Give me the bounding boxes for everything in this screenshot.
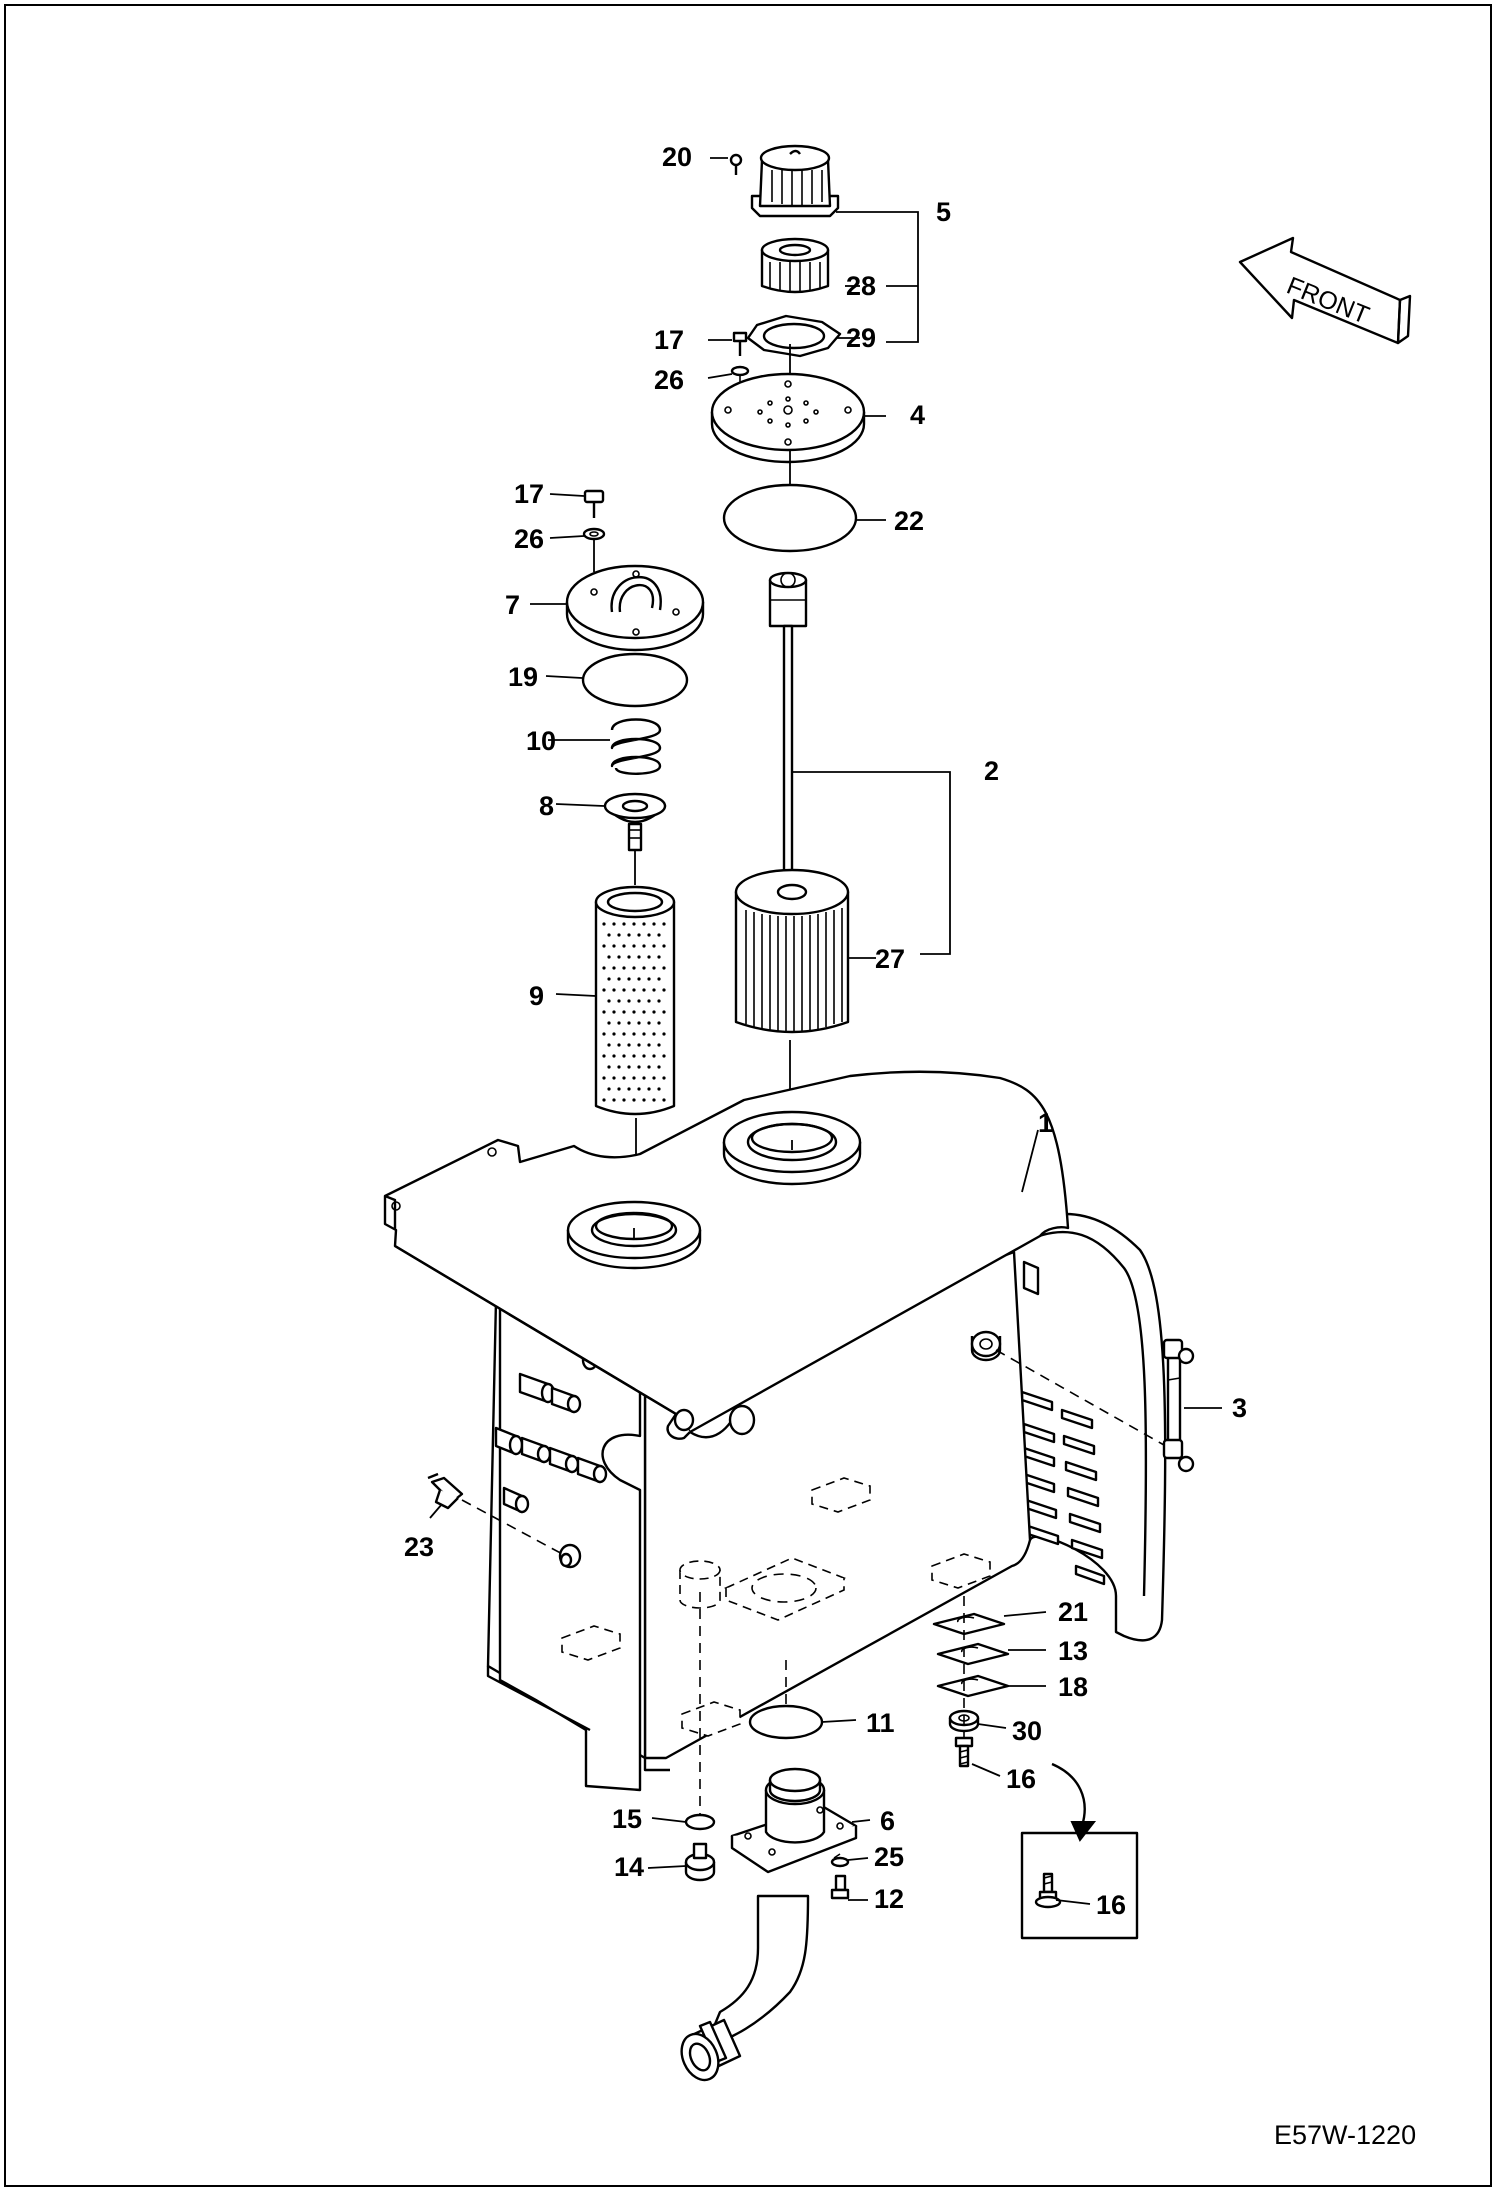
bolt-part-12 — [830, 1874, 850, 1900]
callout-3: 3 — [1232, 1393, 1247, 1423]
cover-part-7 — [565, 564, 705, 652]
shim-part-21 — [932, 1612, 1006, 1636]
detail-arrow — [1051, 1762, 1097, 1842]
detail-bolt-part-16 — [1034, 1872, 1062, 1909]
washer-part-25 — [830, 1853, 850, 1868]
callout-labels: 20 5 28 17 29 26 4 17 22 26 7 19 10 2 8 … — [404, 142, 1247, 1920]
callout-28: 28 — [846, 271, 876, 301]
o-ring-part-22 — [722, 483, 858, 553]
callout-10: 10 — [526, 726, 556, 756]
callout-29: 29 — [846, 323, 876, 353]
detail-box — [1020, 1831, 1139, 1940]
gasket-part-29 — [746, 314, 842, 358]
screw-part-20 — [729, 153, 743, 175]
callout-18: 18 — [1058, 1672, 1088, 1702]
callout-22: 22 — [894, 506, 924, 536]
spring-part-10 — [610, 718, 662, 775]
drain-plug-part-14 — [684, 1842, 716, 1882]
drawing-code: E57W-1220 — [1274, 2120, 1416, 2150]
gasket-part-15 — [684, 1813, 716, 1831]
sensor-part-23 — [427, 1472, 464, 1510]
callout-1: 1 — [1038, 1108, 1053, 1138]
callout-16a: 16 — [1006, 1764, 1036, 1794]
level-gauge-part-3 — [1162, 1338, 1195, 1473]
callout-5: 5 — [936, 197, 951, 227]
callout-16b: 16 — [1096, 1890, 1126, 1920]
shim-part-18 — [936, 1674, 1010, 1698]
washer-part-26-lower — [582, 527, 606, 541]
callout-30: 30 — [1012, 1716, 1042, 1746]
hydraulic-tank-part-1 — [383, 1070, 1167, 1792]
callout-14: 14 — [614, 1852, 644, 1882]
callout-9: 9 — [529, 981, 544, 1011]
callout-15: 15 — [612, 1804, 642, 1834]
bolt-part-17-upper — [732, 331, 748, 356]
callout-13: 13 — [1058, 1636, 1088, 1666]
bolt-part-17-lower — [583, 489, 605, 518]
callout-7: 7 — [505, 590, 520, 620]
callout-26a: 26 — [654, 365, 684, 395]
shim-part-13 — [936, 1642, 1010, 1666]
suction-strainer-part-2 — [768, 571, 808, 892]
callout-27: 27 — [875, 944, 905, 974]
breather-filter-part-28 — [760, 237, 830, 294]
callout-21: 21 — [1058, 1597, 1088, 1627]
leader-lines — [429, 157, 1222, 1905]
callout-17a: 17 — [654, 325, 684, 355]
callout-2: 2 — [984, 756, 999, 786]
callout-20: 20 — [662, 142, 692, 172]
callout-4: 4 — [910, 400, 925, 430]
bolt-part-16 — [954, 1736, 974, 1768]
callout-26b: 26 — [514, 524, 544, 554]
suction-pipe-part-6 — [680, 1767, 858, 2082]
callout-11: 11 — [866, 1708, 895, 1738]
breather-cap-part-5 — [750, 144, 840, 218]
callout-19: 19 — [508, 662, 538, 692]
o-ring-part-19 — [581, 652, 689, 708]
callout-25: 25 — [874, 1842, 904, 1872]
callout-6: 6 — [880, 1806, 895, 1836]
front-direction-arrow: FRONT — [1238, 236, 1412, 345]
drawing-border — [4, 4, 1492, 2187]
callout-12: 12 — [874, 1884, 904, 1914]
return-filter-part-9 — [594, 885, 676, 1116]
callout-23: 23 — [404, 1532, 434, 1562]
callout-17b: 17 — [514, 479, 544, 509]
valve-part-8 — [603, 792, 667, 852]
strainer-element-part-27 — [734, 868, 850, 1034]
cover-plate-part-4 — [710, 372, 866, 464]
o-ring-part-11 — [748, 1704, 824, 1740]
callout-8: 8 — [539, 791, 554, 821]
